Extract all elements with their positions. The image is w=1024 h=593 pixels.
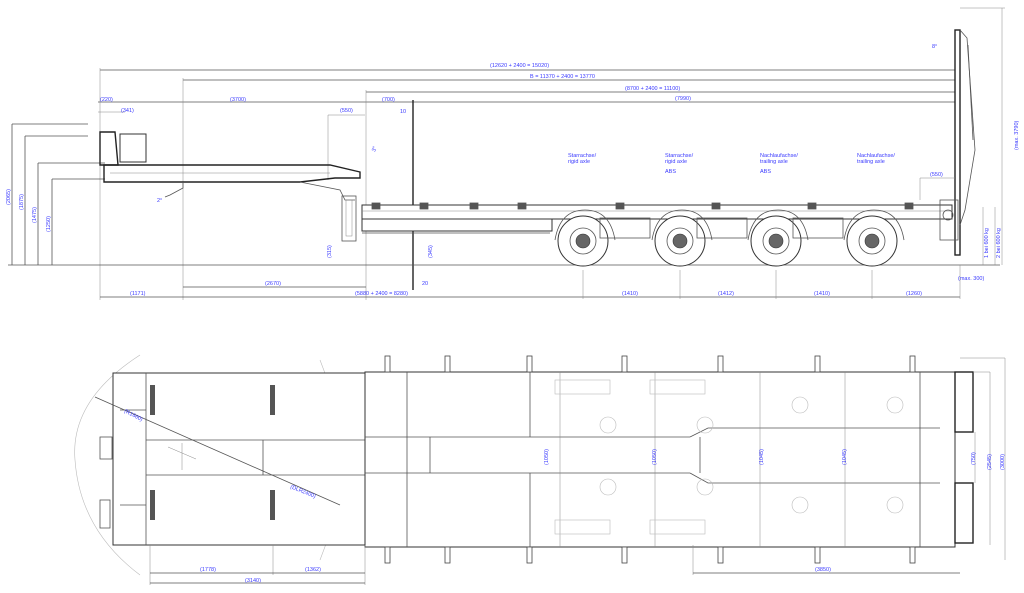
dim-550-neck: (550) (340, 108, 353, 114)
step-height-2: (345) (428, 245, 434, 258)
axle-outlines (554, 379, 904, 535)
side-view: (12620 + 2400 = 15020) B = 11370 + 2400 … (6, 7, 1020, 300)
dim-3700: (3700) (230, 97, 246, 103)
ramp-height-label: (max. 3790) (1014, 120, 1020, 150)
axle-labels: Starrachse/rigid axle Starrachse/rigid a… (568, 153, 895, 175)
dim-axle-1410-a: (1410) (622, 291, 638, 297)
width-1050-a: (1050) (544, 449, 550, 465)
dim-341: (341) (121, 108, 134, 114)
dim-550-rear: (550) (930, 172, 943, 178)
axle-4-label: Nachlaufachse/trailing axle (857, 153, 895, 165)
rear-ramp (939, 29, 976, 256)
dim-deck-8280: (5880 + 2400 = 8280) (355, 291, 408, 297)
dim-axle-1410-b: (1410) (814, 291, 830, 297)
max-300-label: (max. 300) (958, 276, 984, 282)
dim-height-1875: (1875) (19, 194, 25, 210)
ramp-angle-label: 8° (932, 44, 937, 50)
wheel-1 (554, 209, 616, 267)
wheel-3 (747, 209, 809, 267)
outriggers (384, 355, 916, 564)
wheel-2 (651, 209, 713, 267)
ramp-load-1: 1 bei 600 kg (984, 228, 990, 258)
top-view: (R1660) (DLR2400) (74, 354, 1006, 585)
low-bed-deck (361, 202, 953, 234)
wheel-4 (843, 209, 905, 267)
dim-1362: (1362) (305, 567, 321, 573)
width-1050-b: (1050) (652, 449, 658, 465)
wheels (554, 209, 905, 267)
dim-axle-1412: (1412) (718, 291, 734, 297)
rear-width-750: (750) (971, 452, 977, 465)
dim-height-2065: (2065) (6, 189, 12, 205)
dim-1171: (1171) (130, 291, 146, 297)
dim-700: (700) (382, 97, 395, 103)
dim-height-1475: (1475) (32, 207, 38, 223)
gooseneck-angle-label: 2° (157, 198, 162, 204)
neck-angle-label: 3° (371, 146, 378, 153)
dim-height-1250: (1250) (46, 216, 52, 232)
dim-total-length: (12620 + 2400 = 15020) (490, 63, 549, 69)
dim-axle-1260: (1260) (906, 291, 922, 297)
dim-1778: (1778) (200, 567, 216, 573)
dim-3140: (3140) (245, 578, 261, 584)
dim-20: 20 (422, 281, 428, 287)
rear-width-3000: (3000) (1000, 454, 1006, 470)
dim-b-length: B = 11370 + 2400 = 13770 (530, 74, 595, 80)
dim-rear-length: (7990) (675, 96, 691, 102)
rear-width-2545: (2545) (987, 454, 993, 470)
axle-1-label: Starrachse/rigid axle (568, 153, 597, 165)
dim-2670: (2670) (265, 281, 281, 287)
step-height-1: (315) (327, 245, 333, 258)
ramp-load-2: 2 bei 600 kg (996, 228, 1002, 258)
width-1045-a: (1045) (759, 449, 765, 465)
gooseneck (99, 131, 361, 242)
dim-3850: (3850) (815, 567, 831, 573)
dim-10: 10 (400, 109, 406, 115)
dim-deck-length: (8700 + 2400 = 11100) (625, 86, 680, 92)
width-1045-b: (1045) (842, 449, 848, 465)
dim-220: (220) (100, 97, 113, 103)
